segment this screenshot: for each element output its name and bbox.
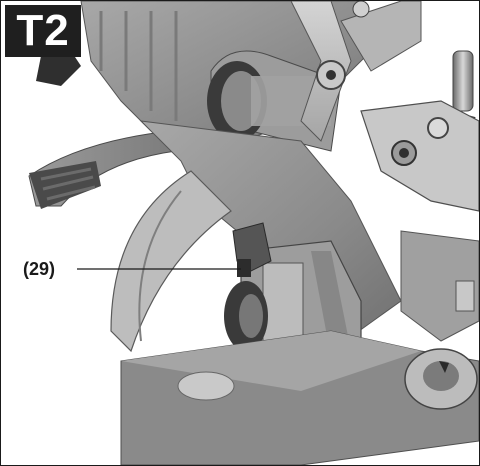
housing-ribs <box>99 11 178 121</box>
dark-knob <box>36 51 81 86</box>
right-housing <box>400 230 479 342</box>
bracket-plate <box>360 100 479 212</box>
callout-29-label: (29) <box>23 259 56 279</box>
blade-guard <box>110 170 232 353</box>
screw-head <box>452 50 474 112</box>
base-hole <box>177 371 235 401</box>
figure-label-badge: T2 <box>5 5 81 57</box>
